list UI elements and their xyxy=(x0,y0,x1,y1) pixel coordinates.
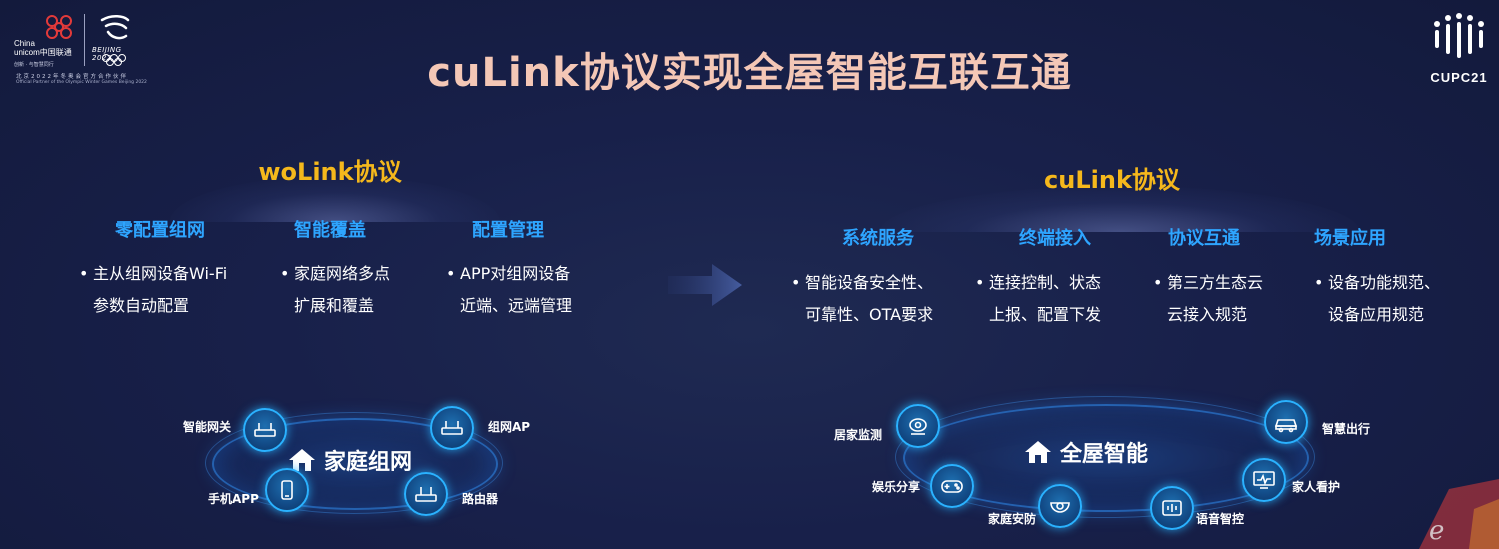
gamepad-icon xyxy=(941,480,963,493)
node-family-care xyxy=(1242,458,1286,502)
bullet: • xyxy=(975,273,985,292)
camera-icon xyxy=(909,418,927,435)
feature-title-terminal-access: 终端接入 xyxy=(1019,228,1091,249)
feature-desc-config-manage: • APP对组网设备 近端、远端管理 xyxy=(446,258,572,322)
node-phone-app xyxy=(265,468,309,512)
home-network-hub: 家庭组网 xyxy=(288,444,412,476)
svg-text:e: e xyxy=(1429,516,1444,546)
watermark-logo-icon: e xyxy=(1419,479,1499,549)
node-smart-travel xyxy=(1264,400,1308,444)
node-smart-gateway xyxy=(243,408,287,452)
bullet: • xyxy=(446,264,456,283)
feature-title-scene-app: 场景应用 xyxy=(1314,228,1386,249)
bullet: • xyxy=(1314,273,1324,292)
logo-divider xyxy=(84,14,85,66)
wolink-protocol-title: woLink协议 xyxy=(258,158,402,186)
label-mesh-ap: 组网AP xyxy=(488,420,531,434)
cupc-logo: CUPC21 xyxy=(1427,12,1491,90)
label-smart-travel: 智慧出行 xyxy=(1322,422,1371,436)
security-camera-icon xyxy=(1050,502,1070,513)
smartphone-icon xyxy=(281,480,293,500)
node-home-security xyxy=(1038,484,1082,528)
feature-title-protocol-interop: 协议互通 xyxy=(1168,228,1240,249)
feature-desc-zero-config: • 主从组网设备Wi-Fi 参数自动配置 xyxy=(79,258,227,322)
feature-desc-smart-coverage: • 家庭网络多点 扩展和覆盖 xyxy=(280,258,390,322)
label-family-care: 家人看护 xyxy=(1292,480,1341,494)
bullet: • xyxy=(280,264,290,283)
label-voice-control: 语音智控 xyxy=(1196,512,1245,526)
beijing-2022-text: BEIJING 2022 xyxy=(92,46,122,62)
feature-desc-terminal-access: • 连接控制、状态 上报、配置下发 xyxy=(975,267,1101,331)
home-network-outer-ring xyxy=(205,412,503,514)
feature-desc-protocol-interop: • 第三方生态云 云接入规范 xyxy=(1153,267,1263,331)
router-icon xyxy=(415,487,437,502)
bullet: • xyxy=(791,273,801,292)
label-router: 路由器 xyxy=(462,492,499,506)
bullet: • xyxy=(1153,273,1163,292)
feature-title-config-manage: 配置管理 xyxy=(472,220,544,241)
cupc-logo-text: CUPC21 xyxy=(1430,70,1488,85)
access-point-icon xyxy=(441,421,463,435)
node-voice-control xyxy=(1150,486,1194,530)
house-icon xyxy=(1025,441,1051,463)
node-mesh-ap xyxy=(430,406,474,450)
brand-name: China unicom中国联通 xyxy=(14,39,72,57)
china-unicom-knot-icon xyxy=(46,15,72,39)
node-entertainment xyxy=(930,464,974,508)
router-icon xyxy=(254,423,276,437)
feature-desc-system-service: • 智能设备安全性、 可靠性、OTA要求 xyxy=(791,267,933,331)
car-icon xyxy=(1274,419,1298,433)
house-icon xyxy=(289,449,315,471)
feature-title-smart-coverage: 智能覆盖 xyxy=(294,220,366,241)
label-smart-gateway: 智能网关 xyxy=(183,420,232,434)
whole-home-outer-ring xyxy=(895,396,1315,518)
node-home-monitoring xyxy=(896,404,940,448)
transition-arrow-icon xyxy=(668,264,742,306)
label-phone-app: 手机APP xyxy=(208,492,259,506)
whole-home-label: 全屋智能 xyxy=(1060,442,1149,467)
brand-slogan: 创新 · 与智慧同行 xyxy=(14,62,54,68)
label-entertainment: 娱乐分享 xyxy=(872,480,921,494)
feature-title-system-service: 系统服务 xyxy=(842,228,914,249)
culink-protocol-title: cuLink协议 xyxy=(1044,166,1180,194)
bullet: • xyxy=(79,264,89,283)
label-home-security: 家庭安防 xyxy=(988,512,1037,526)
node-router xyxy=(404,472,448,516)
beijing-2022-emblem-icon xyxy=(100,15,130,40)
partner-text-en: Official Partner of the Olympic Winter G… xyxy=(16,80,147,85)
home-network-label: 家庭组网 xyxy=(324,450,413,475)
feature-desc-scene-app: • 设备功能规范、 设备应用规范 xyxy=(1314,267,1440,331)
monitor-icon xyxy=(1253,471,1275,489)
voice-waveform-icon xyxy=(1162,500,1182,516)
cupc-dots-icon xyxy=(1434,13,1484,58)
sponsor-logo: China unicom中国联通 创新 · 与智慧同行 BEIJING 2022… xyxy=(14,12,147,90)
olympic-rings-icon xyxy=(102,54,126,66)
page-title: cuLink协议实现全屋智能互联互通 xyxy=(427,50,1072,96)
whole-home-hub: 全屋智能 xyxy=(1024,436,1148,468)
partner-text-cn: 北京2022年冬奥会官方合作伙伴 xyxy=(16,74,128,80)
feature-title-zero-config: 零配置组网 xyxy=(115,220,205,241)
label-home-monitoring: 居家监测 xyxy=(834,428,883,442)
